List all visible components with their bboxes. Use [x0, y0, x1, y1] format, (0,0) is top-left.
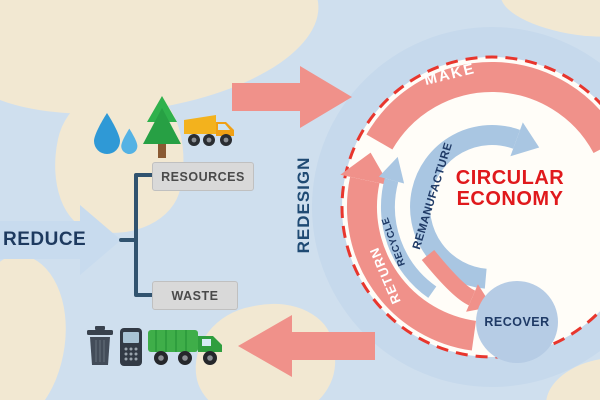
reduce-label: REDUCE	[3, 229, 87, 250]
inflow-arrow	[232, 66, 352, 128]
cycle-dashed-border	[340, 55, 600, 359]
center-title-line2: ECONOMY	[456, 188, 564, 210]
recycle-arc	[378, 156, 437, 298]
water-drops-icon	[92, 112, 140, 167]
garbage-truck-icon	[147, 322, 233, 373]
remanufacture-arc	[410, 122, 540, 289]
mobile-phone-icon	[119, 327, 143, 372]
recover-label: RECOVER	[484, 315, 550, 329]
recover-circle: RECOVER	[476, 281, 558, 363]
resources-box: RESOURCES	[152, 162, 254, 191]
dump-truck-icon	[182, 110, 236, 163]
recycle-arrowhead	[378, 156, 405, 184]
remanufacture-arrowhead	[510, 122, 540, 157]
cycle-inner-disc	[342, 57, 600, 357]
outflow-arrow	[238, 315, 375, 377]
resources-label: RESOURCES	[161, 169, 245, 184]
make-arc	[366, 62, 600, 154]
tree-icon	[142, 96, 182, 165]
reduce-arrow	[0, 205, 121, 275]
center-title: CIRCULAR ECONOMY	[432, 168, 588, 210]
return-arc	[340, 152, 477, 351]
redesign-label: REDESIGN	[294, 156, 313, 254]
return-arrowhead	[340, 152, 390, 186]
center-title-line1: CIRCULAR	[455, 167, 565, 189]
waste-label: WASTE	[171, 288, 219, 303]
waste-box: WASTE	[152, 281, 238, 310]
trash-bin-icon	[85, 325, 115, 372]
brace-connector	[119, 173, 154, 297]
